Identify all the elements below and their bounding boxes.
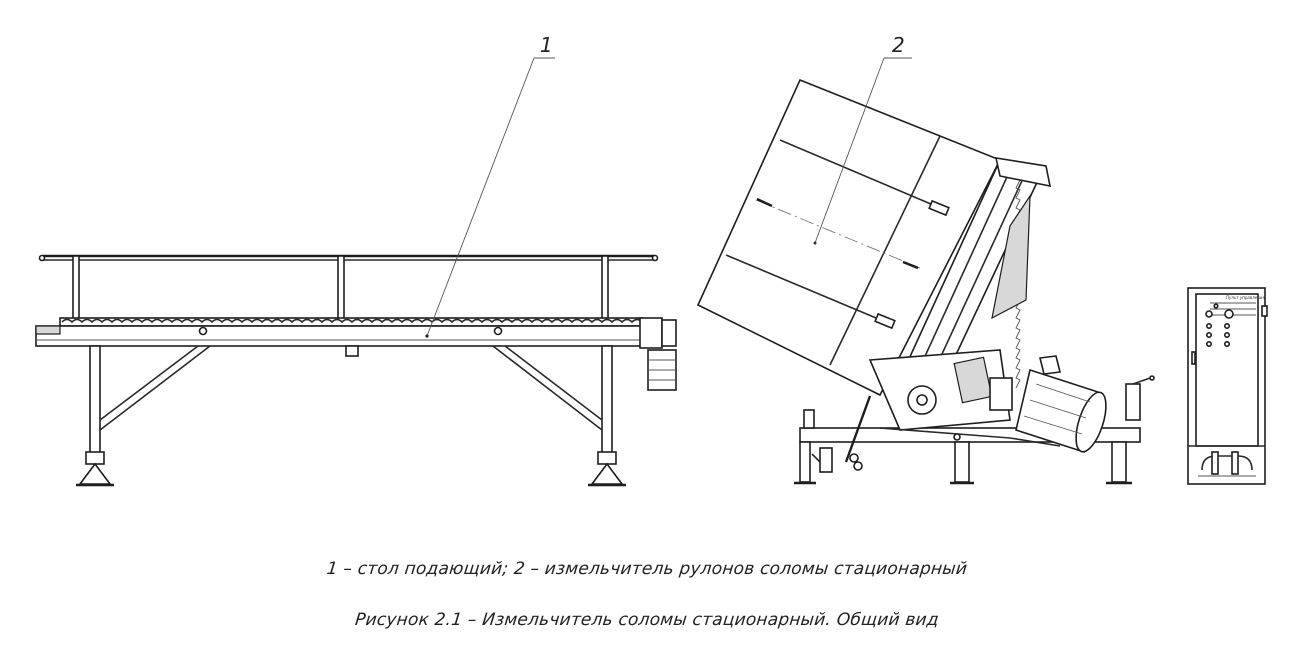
callout-1: 1 [425,33,555,338]
callout-2-label: 2 [892,33,905,57]
control-cabinet: Пульт управления [1187,287,1268,485]
control-panel-title: Пульт управления [1226,295,1265,300]
lift-conveyor [890,157,1052,412]
figure-caption: Рисунок 2.1 – Измельчитель соломы стацио… [354,610,940,630]
straw-bale-shredder [696,78,1155,485]
feeding-table [35,254,677,487]
callout-1-label: 1 [540,33,553,57]
table-drive [639,317,677,391]
legend-caption: 1 – стол подающий; 2 – измельчитель руло… [325,559,969,579]
conveyor-chain [59,317,643,327]
electric-motor [1015,355,1107,454]
hopper [696,78,1002,397]
callout-2: 2 [814,33,912,244]
